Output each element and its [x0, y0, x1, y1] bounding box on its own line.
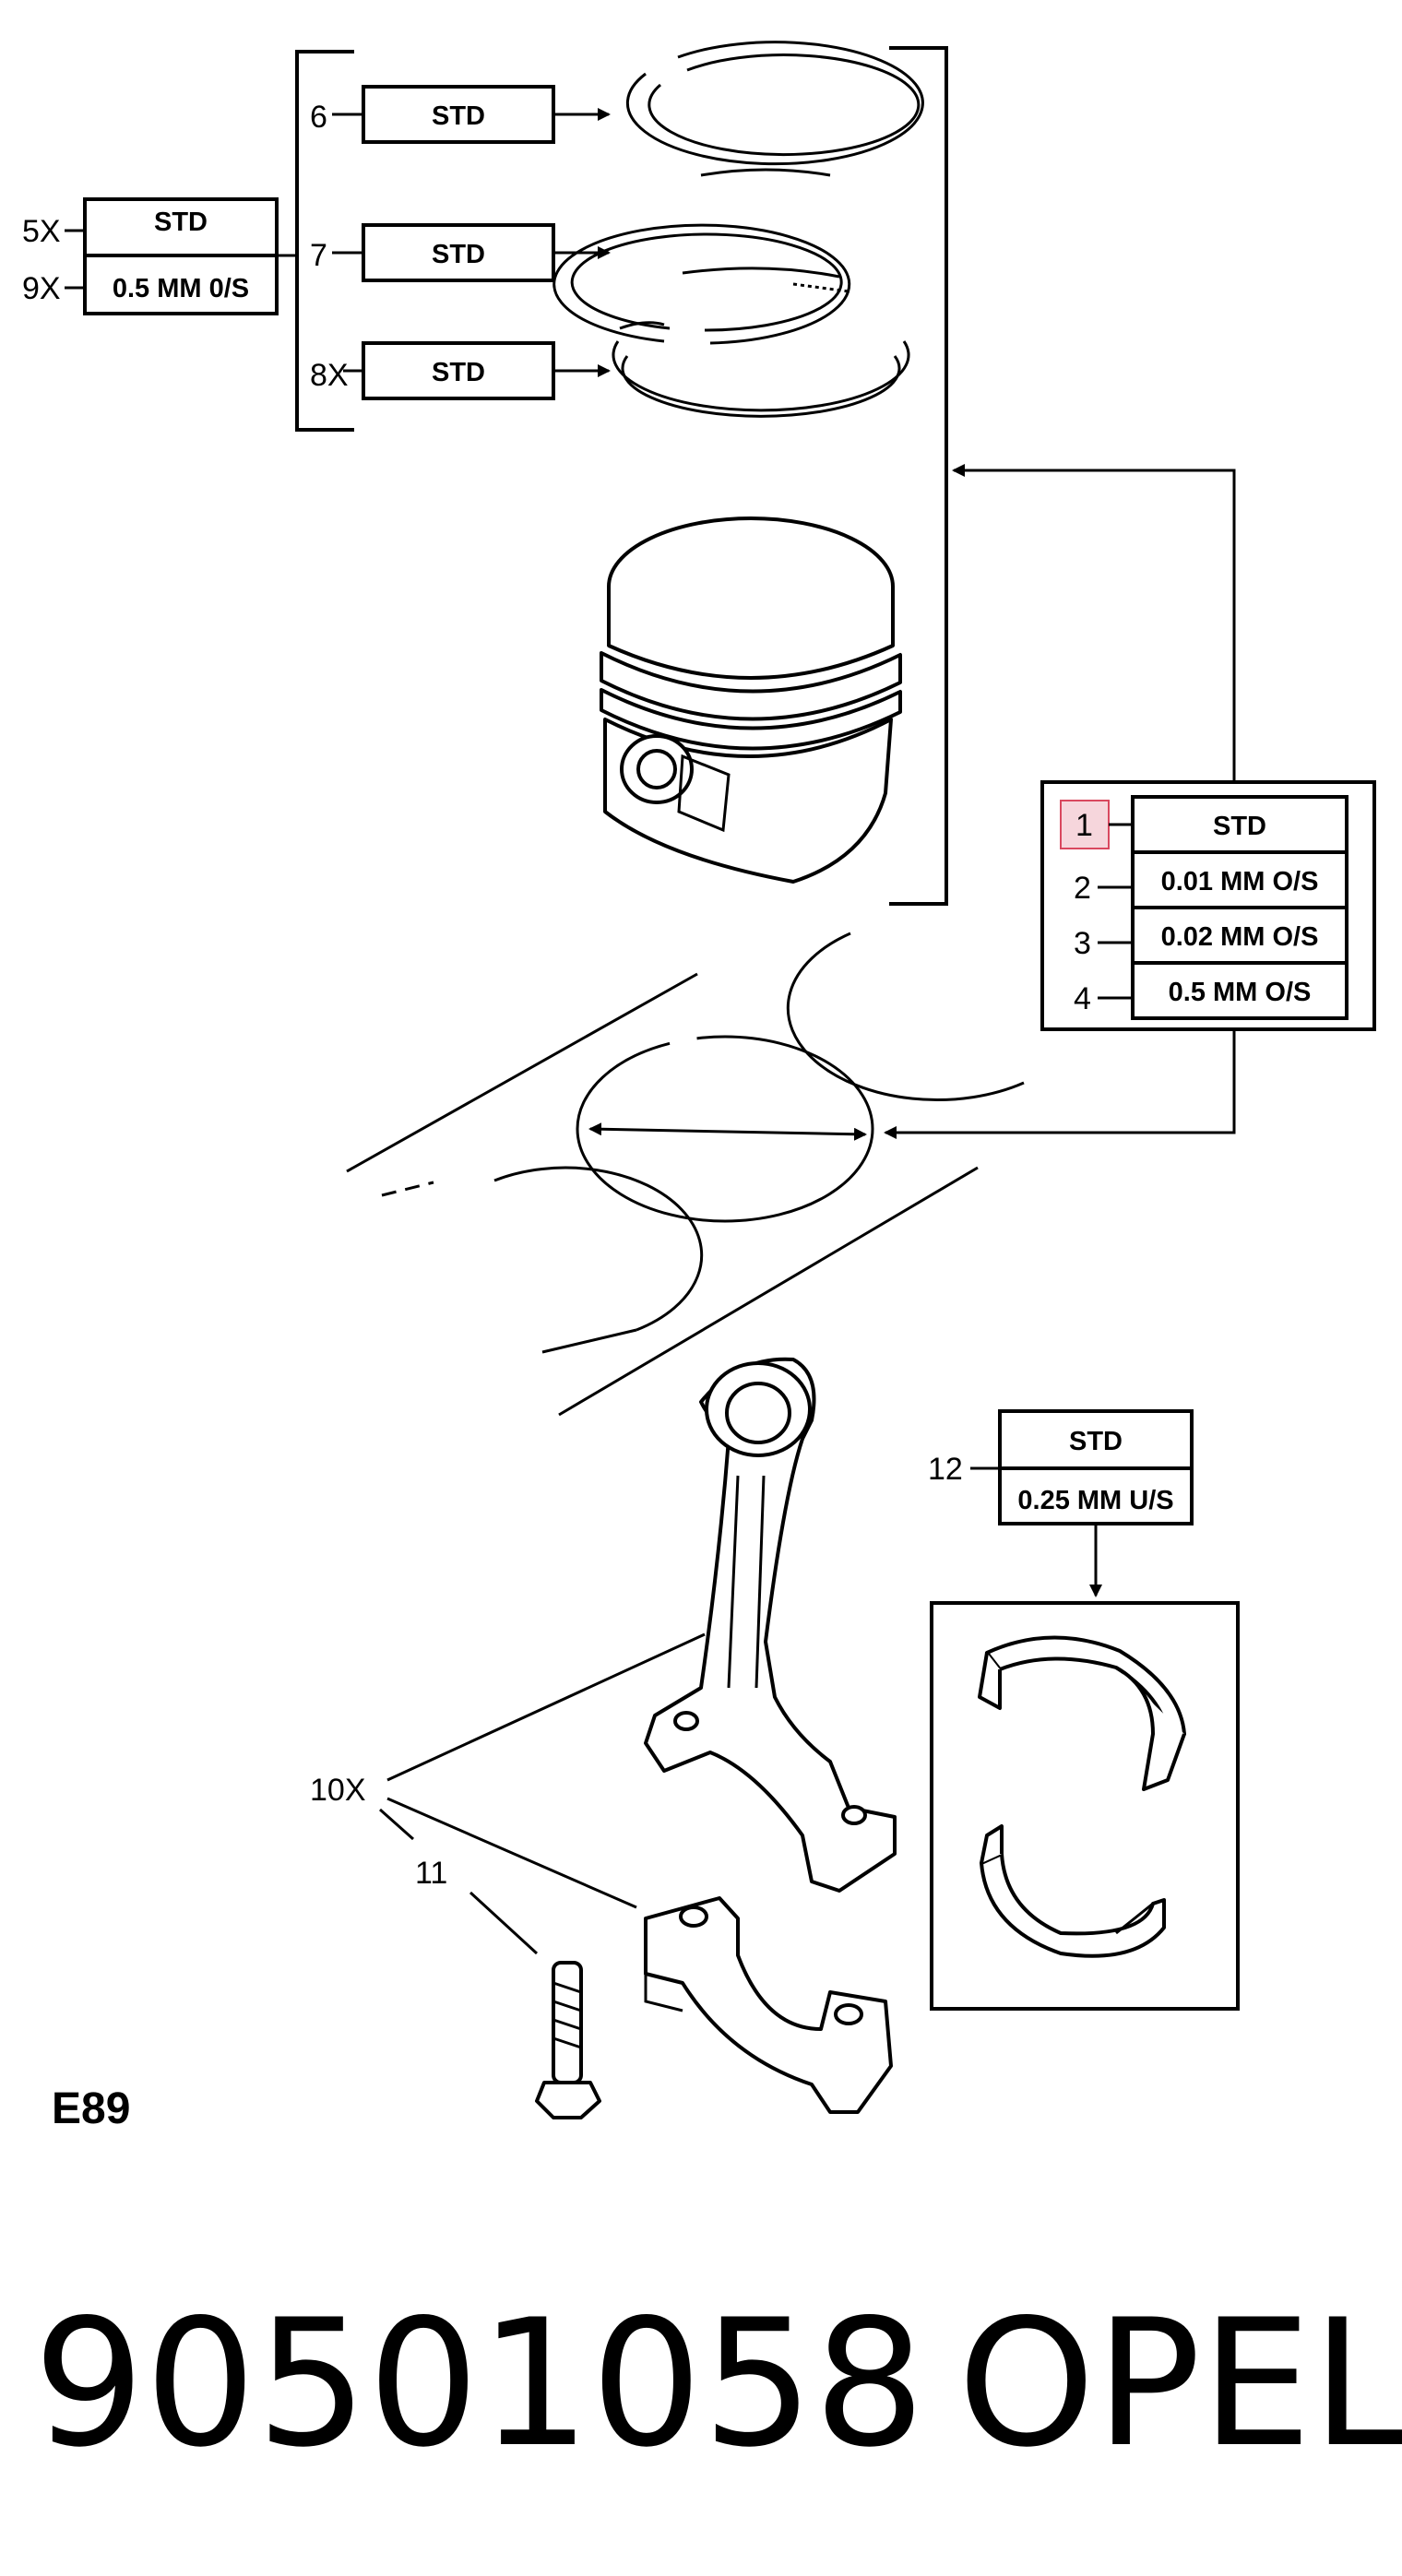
bearing-size-std: STD: [1069, 1427, 1123, 1456]
piston-size-001: 0.01 MM O/S: [1161, 867, 1319, 896]
ring-set-oversize-label: 0.5 MM 0/S: [113, 274, 249, 303]
piston-size-05: 0.5 MM O/S: [1169, 978, 1312, 1007]
bearing-shell-lower: [980, 1824, 1166, 1958]
connecting-rod-cap: [644, 1896, 893, 2114]
ring-bracket: [295, 50, 354, 432]
ring-set-size-box: STD 0.5 MM 0/S 5X 9X: [22, 197, 297, 315]
callout-3: 3: [1074, 926, 1091, 961]
piston-size-002: 0.02 MM O/S: [1161, 922, 1319, 952]
ring-6-box: STD 6: [310, 85, 611, 144]
piston-ring-middle: [552, 223, 851, 345]
ring-8x-box: STD 8X: [310, 341, 611, 400]
bearing-size-box: STD 0.25 MM U/S 12: [928, 1409, 1194, 1597]
callout-4: 4: [1074, 981, 1091, 1016]
ring-set-std-label: STD: [154, 208, 208, 237]
callout-6: 6: [310, 100, 327, 135]
bearing-shell-upper: [978, 1635, 1186, 1791]
ring-7-label: STD: [432, 240, 485, 269]
bore-size-leader: [884, 1029, 1236, 1139]
bearing-shells-box: [930, 1601, 1240, 2011]
callout-2: 2: [1074, 871, 1091, 906]
connecting-rod: [644, 1357, 897, 1893]
cylinder-block-deck: [346, 932, 1025, 1417]
cylinder-bore: [576, 1035, 874, 1223]
piston-bracket: [889, 46, 948, 906]
diagram-code: E89: [52, 2084, 130, 2133]
piston-ring-oil: [612, 321, 910, 418]
callout-12: 12: [928, 1452, 963, 1487]
footer-part-number: 90501058: [33, 2282, 925, 2486]
piston: [600, 516, 902, 884]
bore-diameter-arrow: [588, 1122, 867, 1141]
footer-brand: OPEL: [957, 2282, 1402, 2486]
piston-size-std: STD: [1213, 812, 1266, 841]
piston-size-table: STD 0.01 MM O/S 0.02 MM O/S 0.5 MM O/S 1…: [1040, 780, 1376, 1031]
bearing-size-undersize: 0.25 MM U/S: [1017, 1486, 1173, 1515]
piston-size-leader: [952, 464, 1236, 782]
callout-1: 1: [1075, 808, 1093, 843]
ring-8x-label: STD: [432, 358, 485, 387]
connecting-rod-bolt: [535, 1961, 601, 2119]
piston-ring-top: [625, 41, 924, 177]
callout-7: 7: [310, 238, 327, 273]
callout-5x: 5X: [22, 214, 61, 249]
callout-10x: 10X: [310, 1773, 366, 1808]
callout-11: 11: [415, 1856, 447, 1891]
callout-8x: 8X: [310, 358, 349, 393]
ring-7-box: STD 7: [310, 223, 611, 282]
callout-9x: 9X: [22, 271, 61, 306]
ring-6-label: STD: [432, 101, 485, 131]
